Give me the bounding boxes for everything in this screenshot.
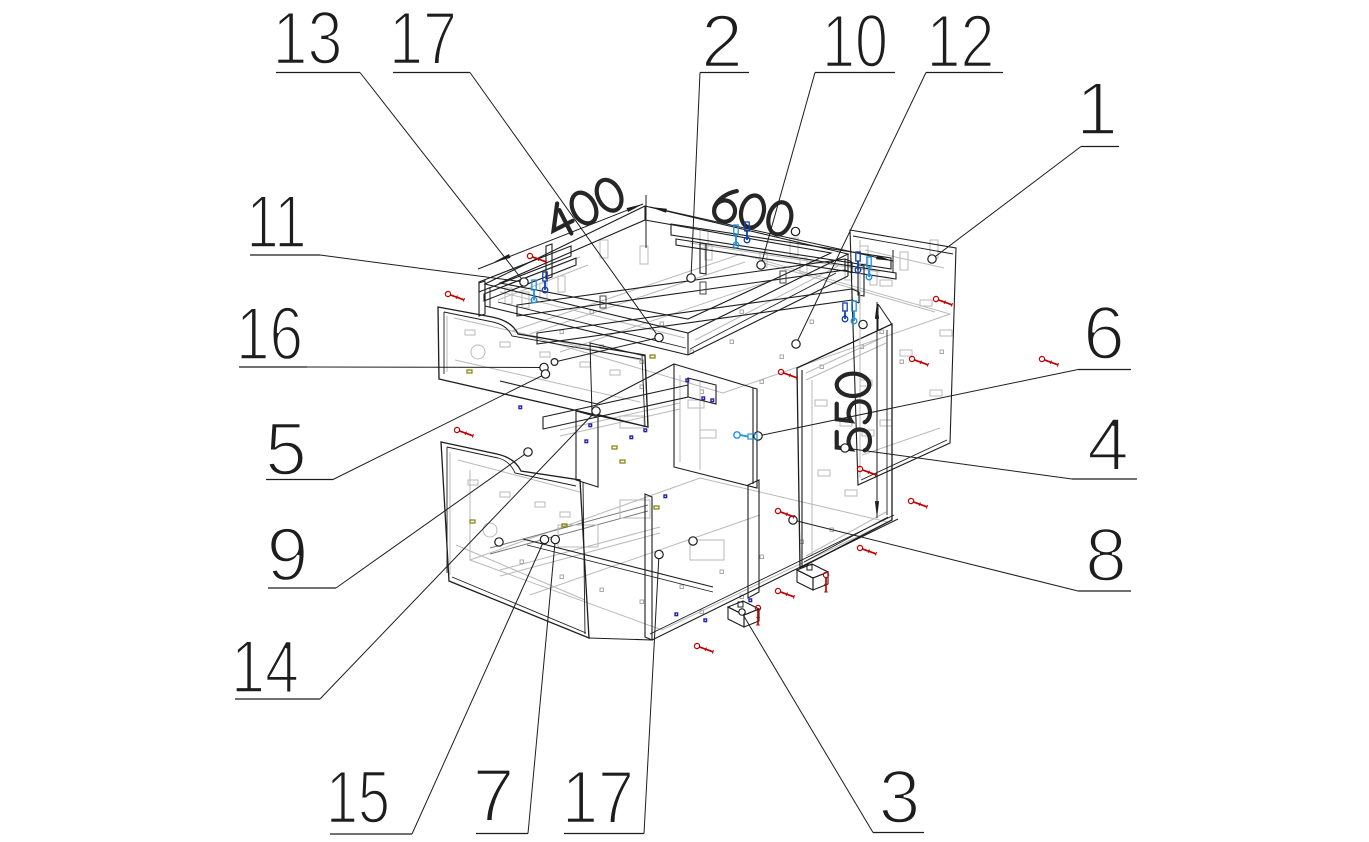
svg-text:11: 11	[247, 180, 307, 264]
svg-text:15: 15	[326, 755, 390, 839]
svg-text:13: 13	[273, 0, 343, 80]
svg-text:6: 6	[1083, 291, 1125, 375]
svg-text:9: 9	[267, 513, 309, 597]
svg-text:5: 5	[265, 407, 307, 491]
svg-text:7: 7	[473, 753, 515, 837]
svg-text:10: 10	[822, 0, 888, 83]
svg-text:1: 1	[1076, 67, 1118, 151]
svg-text:2: 2	[701, 0, 743, 83]
svg-text:8: 8	[1085, 513, 1127, 597]
svg-text:14: 14	[231, 625, 299, 709]
svg-text:17: 17	[389, 0, 457, 80]
svg-text:12: 12	[927, 0, 995, 83]
svg-text:16: 16	[236, 292, 303, 376]
svg-text:4: 4	[1087, 402, 1129, 486]
svg-text:3: 3	[879, 755, 921, 839]
svg-text:17: 17	[562, 755, 634, 839]
